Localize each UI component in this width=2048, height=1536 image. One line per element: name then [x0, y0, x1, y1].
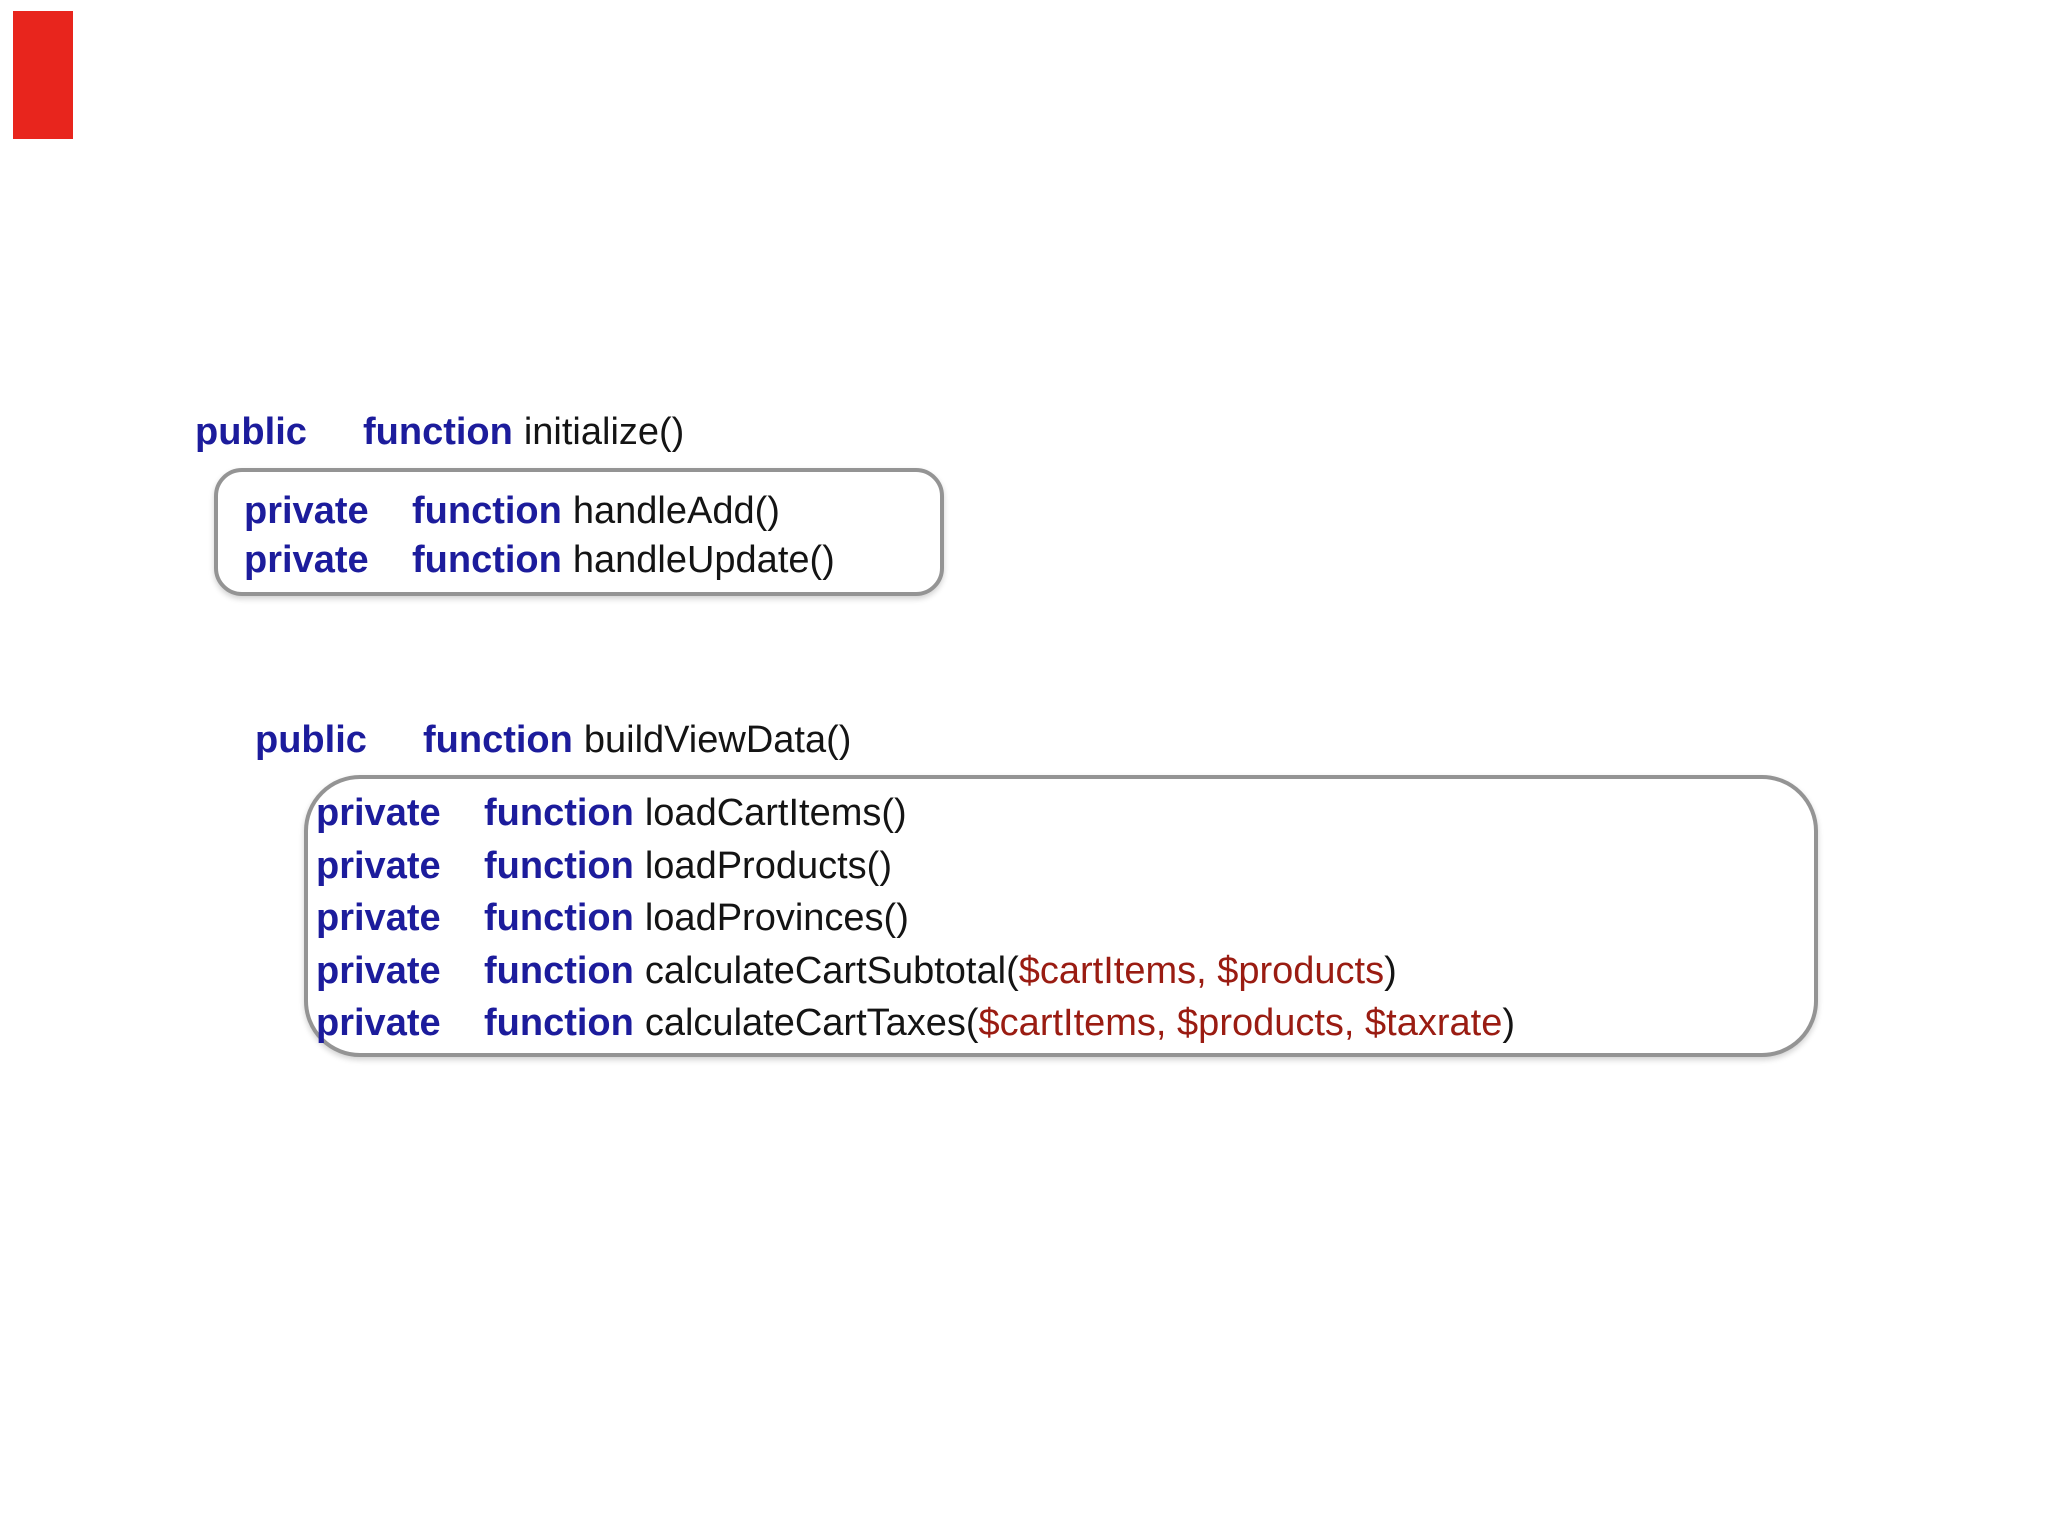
visibility-keyword: private [316, 844, 441, 887]
function-keyword: function [423, 719, 573, 761]
function-name: calculateCartTaxes( [644, 1002, 979, 1044]
function-keyword: function [484, 844, 634, 887]
function-close-paren: ) [1384, 949, 1397, 992]
function-name: buildViewData() [583, 719, 852, 761]
visibility-keyword: private [244, 490, 369, 532]
visibility-keyword: private [316, 897, 441, 939]
function-name: initialize() [523, 411, 685, 453]
function-close-paren: ) [1502, 1002, 1516, 1044]
function-name: loadCartItems() [644, 792, 907, 834]
function-name: loadProvinces() [644, 897, 909, 939]
function-keyword: function [484, 949, 634, 992]
visibility-keyword: private [316, 792, 441, 834]
function-keyword: function [412, 539, 562, 581]
function-keyword: function [484, 897, 634, 939]
red-marker-rectangle [13, 11, 73, 139]
function-keyword: function [484, 1002, 634, 1044]
visibility-keyword: private [316, 1002, 441, 1044]
function-params: $cartItems, $products [1018, 949, 1385, 992]
function-keyword: function [412, 490, 562, 532]
visibility-keyword: private [316, 949, 441, 992]
function-name: calculateCartSubtotal( [644, 949, 1019, 992]
function-name: handleAdd() [572, 490, 780, 532]
function-params: $cartItems, $products, $taxrate [978, 1002, 1503, 1044]
function-name: loadProducts() [644, 844, 892, 887]
function-keyword: function [363, 411, 513, 453]
function-name: handleUpdate() [572, 539, 835, 581]
visibility-keyword: public [195, 411, 307, 453]
function-keyword: function [484, 792, 634, 834]
visibility-keyword: private [244, 539, 369, 581]
visibility-keyword: public [255, 719, 367, 761]
